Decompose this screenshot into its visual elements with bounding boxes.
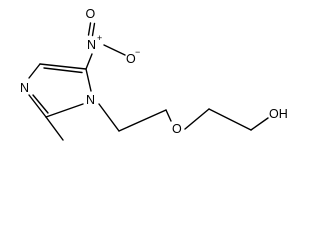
bond-c4-c5-double xyxy=(43,67,83,74)
charge-label-nitro-nitrogen: + xyxy=(97,33,102,43)
bond-n-o-top xyxy=(87,22,92,36)
atom-label-nitro-oxygen-top: O xyxy=(86,7,96,21)
metronidazole-structure-diagram: O N + O − N N O OH xyxy=(20,7,288,141)
atom-label-hydroxyl: OH xyxy=(269,107,288,121)
atom-label-ring-nitrogen-left: N xyxy=(20,81,29,95)
atom-label-nitro-nitrogen: N xyxy=(87,38,96,52)
bond-ch2-oh xyxy=(250,117,269,131)
bond-c5-n1 xyxy=(85,68,92,92)
atom-label-nitro-oxygen-right: O xyxy=(126,52,136,66)
bond-n-o-right xyxy=(103,44,126,56)
bond-c2-methyl xyxy=(45,116,64,141)
atom-label-ring-nitrogen-bottom: N xyxy=(86,93,95,107)
atom-label-ether-oxygen: O xyxy=(172,122,182,136)
bond-n3-c2 xyxy=(28,94,47,118)
charge-label-nitro-oxygen: − xyxy=(135,47,140,57)
bond-o-ether-ch2 xyxy=(184,108,210,130)
bond-c2-n1 xyxy=(45,103,84,118)
bond-c5-n-nitro xyxy=(85,53,93,70)
bond-c4-c5 xyxy=(39,63,87,70)
bond-n-o-top-double xyxy=(91,22,96,37)
bond-ch2-ch2 xyxy=(118,109,167,132)
bond-n3-c2-double xyxy=(32,94,49,114)
bond-n1-ch2 xyxy=(98,103,120,132)
bond-c4-n3 xyxy=(28,63,41,79)
bond-ch2-o-ether xyxy=(165,109,172,122)
bond-ch2-ch2-end xyxy=(208,108,252,131)
